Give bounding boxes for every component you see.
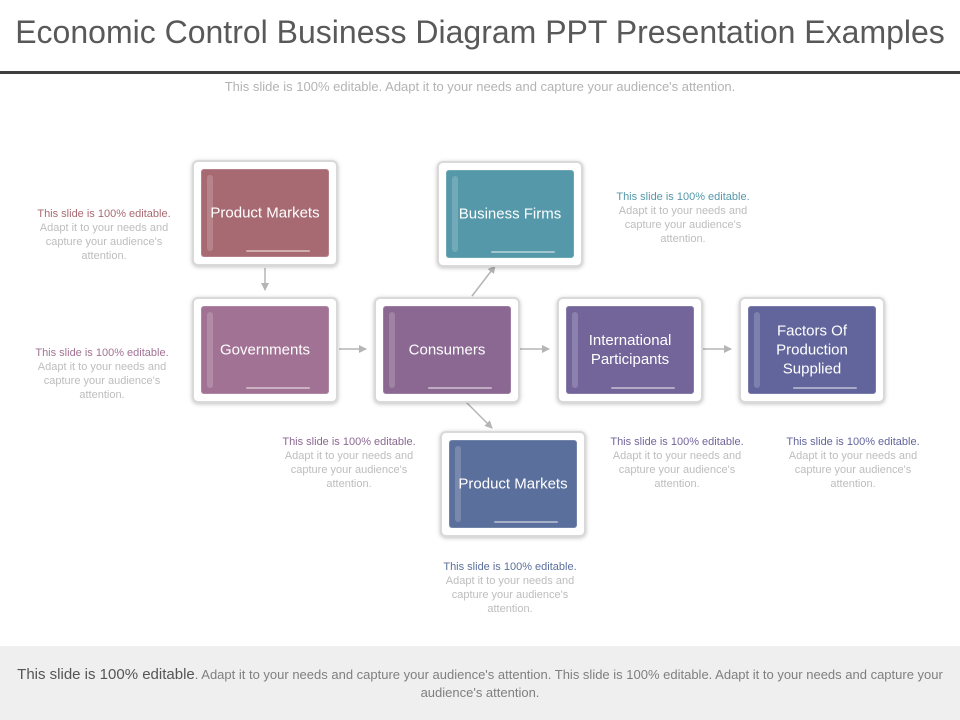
node-label: Governments — [219, 341, 311, 359]
note-left-top: This slide is 100% editable. Adapt it to… — [24, 207, 184, 263]
node-consumers[interactable]: Consumers — [374, 297, 520, 403]
note-body: Adapt it to your needs and capture your … — [37, 361, 167, 401]
arrow-consumers-to-product-markets — [465, 401, 493, 429]
note-body: Adapt it to your needs and capture your … — [788, 450, 918, 490]
node-product-markets-top[interactable]: Product Markets — [192, 160, 338, 266]
node-factors-of-production[interactable]: Factors Of Production Supplied — [739, 297, 885, 403]
node-fill: International Participants — [566, 306, 694, 394]
note-heading: This slide is 100% editable. — [443, 561, 577, 573]
node-label: Consumers — [408, 341, 486, 359]
node-international-participants[interactable]: International Participants — [557, 297, 703, 403]
note-body: Adapt it to your needs and capture your … — [39, 222, 169, 262]
note-below-product-bottom: This slide is 100% editable. Adapt it to… — [430, 560, 590, 616]
node-business-firms[interactable]: Business Firms — [437, 161, 583, 267]
note-heading: This slide is 100% editable. — [35, 347, 169, 359]
footer-rest: . Adapt it to your needs and capture you… — [194, 667, 943, 700]
node-product-markets-bottom[interactable]: Product Markets — [440, 431, 586, 537]
connector-layer — [261, 265, 732, 429]
footer-bar: This slide is 100% editable. Adapt it to… — [0, 646, 960, 720]
note-right-top: This slide is 100% editable. Adapt it to… — [603, 190, 763, 246]
node-fill: Governments — [201, 306, 329, 394]
note-body: Adapt it to your needs and capture your … — [618, 205, 748, 245]
node-fill: Consumers — [383, 306, 511, 394]
node-governments[interactable]: Governments — [192, 297, 338, 403]
node-fill: Business Firms — [446, 170, 574, 258]
note-heading: This slide is 100% editable. — [616, 191, 750, 203]
slide-title: Economic Control Business Diagram PPT Pr… — [15, 14, 945, 50]
node-label: International Participants — [588, 332, 672, 368]
node-fill: Product Markets — [201, 169, 329, 257]
node-label: Factors Of Production Supplied — [776, 322, 848, 378]
node-fill: Product Markets — [449, 440, 577, 528]
title-divider — [0, 71, 960, 74]
node-fill: Factors Of Production Supplied — [748, 306, 876, 394]
node-label: Product Markets — [458, 475, 568, 493]
slide-subtitle: This slide is 100% editable. Adapt it to… — [224, 79, 736, 94]
note-left-mid: This slide is 100% editable. Adapt it to… — [22, 346, 182, 402]
footer-lead: This slide is 100% editable — [17, 666, 195, 683]
note-body: Adapt it to your needs and capture your … — [284, 450, 414, 490]
note-body: Adapt it to your needs and capture your … — [612, 450, 742, 490]
note-heading: This slide is 100% editable. — [37, 208, 171, 220]
node-label: Product Markets — [210, 204, 320, 222]
note-heading: This slide is 100% editable. — [786, 436, 920, 448]
note-below-consumers: This slide is 100% editable. Adapt it to… — [269, 435, 429, 491]
note-heading: This slide is 100% editable. — [610, 436, 744, 448]
note-below-factors: This slide is 100% editable. Adapt it to… — [773, 435, 933, 491]
node-label: Business Firms — [458, 205, 562, 223]
note-heading: This slide is 100% editable. — [282, 436, 416, 448]
note-below-international: This slide is 100% editable. Adapt it to… — [597, 435, 757, 491]
note-body: Adapt it to your needs and capture your … — [445, 575, 575, 615]
arrow-consumers-to-business-firms — [471, 265, 496, 297]
footer-text: This slide is 100% editable. Adapt it to… — [16, 666, 944, 702]
